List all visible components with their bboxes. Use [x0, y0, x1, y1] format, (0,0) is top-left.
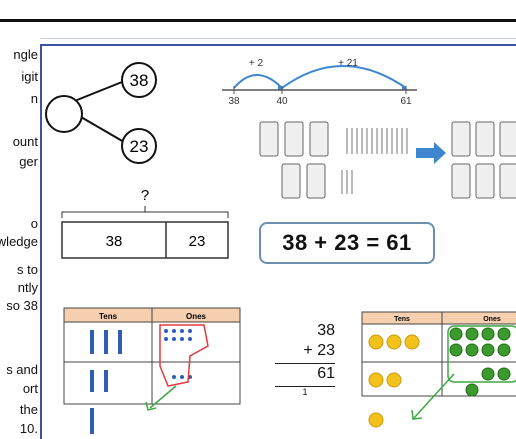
part-circle-top: [121, 62, 157, 98]
top-bar: [0, 0, 516, 20]
tens-header: Tens: [99, 312, 118, 321]
slide-divider: [40, 38, 516, 39]
tens-counters: [368, 334, 420, 428]
part-bottom-value: 23: [130, 137, 149, 156]
ten-ones-loop-right: [447, 325, 516, 383]
ones-counters: [449, 327, 511, 397]
left-text-line: s and: [6, 362, 38, 377]
carry-digit: 1: [302, 387, 308, 397]
right-arrow-icon: [416, 142, 446, 164]
left-text-line: 10.: [19, 421, 38, 436]
hop-label-1: + 2: [249, 58, 264, 69]
ones-header-right: Ones: [483, 316, 501, 323]
bar-question-mark: ?: [141, 187, 149, 204]
left-text-line: ount: [12, 134, 38, 149]
left-text-line: ort: [22, 381, 38, 396]
hop-label-2: + 21: [338, 58, 358, 69]
part-circle-bottom: [121, 128, 157, 164]
line-end-label: 61: [400, 96, 412, 107]
ones-dots: [164, 329, 192, 379]
sum-rule-bottom: [275, 386, 335, 387]
part-top-value: 38: [130, 71, 149, 90]
hop-arc-1: [233, 74, 283, 89]
sum-rule: [275, 363, 335, 364]
place-value-table-left: Tens Ones: [63, 307, 241, 434]
left-text-line: igit: [21, 69, 38, 84]
left-text-line: ger: [19, 154, 38, 169]
ten-ones-loop: [159, 324, 209, 387]
left-text-line: so 38: [6, 298, 38, 313]
hop-arc-2: [281, 65, 407, 89]
line-start-label: 38: [228, 96, 240, 107]
sum-answer: 61: [317, 365, 335, 382]
ones-header: Ones: [186, 312, 207, 321]
exchange-arrow: [149, 385, 177, 409]
part-whole-model: 38 23: [45, 62, 157, 164]
number-line: + 2 + 21 38 40 61: [222, 58, 417, 107]
left-text-line: wledge: [0, 234, 38, 249]
line-mid-label: 40: [276, 96, 288, 107]
left-text-line: ngle: [13, 47, 38, 62]
bar-whole: [61, 221, 229, 259]
addend-top: 38: [317, 322, 335, 339]
bar-model: ? 38 23: [61, 187, 229, 259]
exchange-arrow-right: [413, 373, 455, 419]
left-text-line: the: [19, 402, 38, 417]
equation-box: 38 + 23 = 61: [259, 222, 435, 264]
left-text-column: ngle igit n ount ger o wledge s to ntly …: [0, 40, 38, 439]
tens-rods: [90, 330, 122, 434]
bar-part-left: 38: [106, 233, 123, 250]
tens-header-right: Tens: [394, 316, 410, 323]
arrowhead-icon: [402, 84, 408, 90]
left-text-line: n: [30, 91, 38, 106]
left-text-line: s to: [17, 262, 38, 277]
addend-second: + 23: [303, 342, 335, 359]
whole-circle: [45, 95, 83, 133]
stick-bundles: [259, 121, 516, 199]
bar-part-right: 23: [189, 233, 206, 250]
top-border-line: [0, 19, 516, 22]
left-text-line: ntly: [17, 280, 38, 295]
slide-panel: 38 23 + 2 + 21 38 40 61: [40, 44, 516, 439]
left-text-line: o: [30, 216, 38, 231]
slide-graphics: 38 23 + 2 + 21 38 40 61: [45, 58, 516, 434]
place-value-table-right: Tens Ones: [361, 311, 516, 428]
column-addition: 38 + 23 61 1: [275, 321, 335, 397]
